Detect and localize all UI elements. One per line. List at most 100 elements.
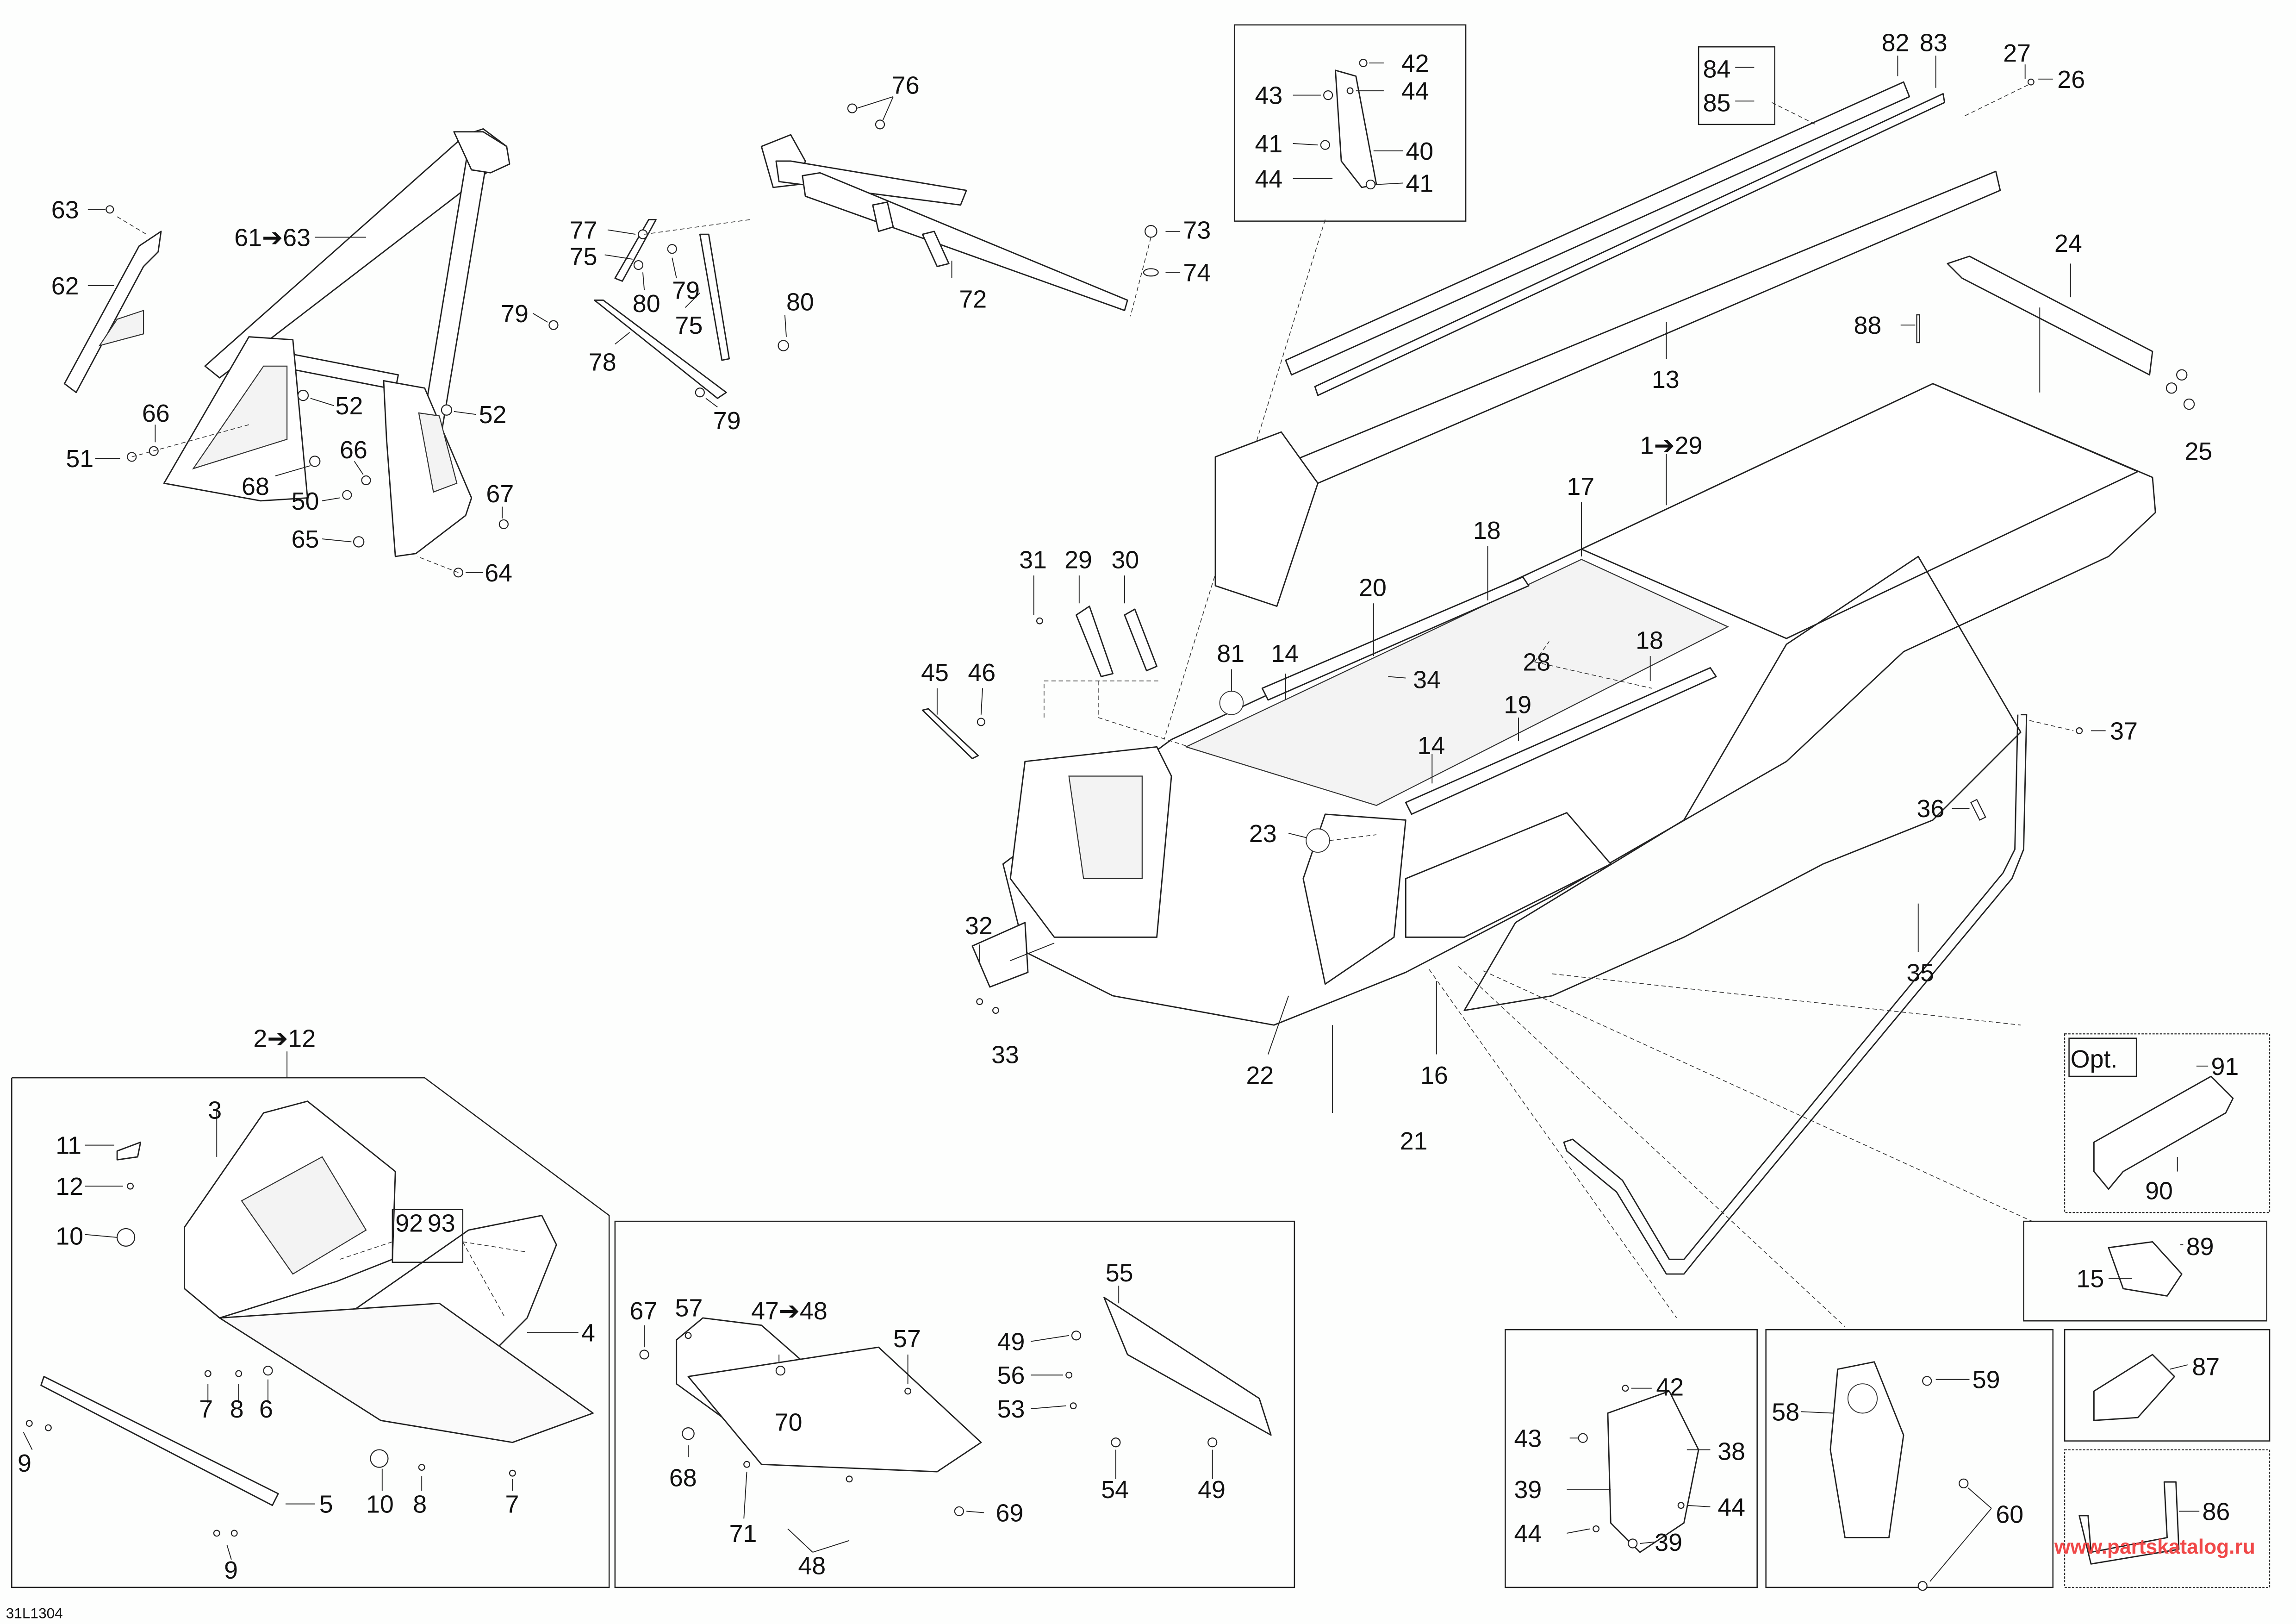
callout-2-12: 2➔12: [253, 1025, 316, 1053]
callout-9: 9: [224, 1556, 238, 1584]
callout-44: 44: [1717, 1493, 1745, 1521]
callout-43: 43: [1514, 1424, 1542, 1452]
bracket-detail-box-40-44: [1164, 24, 1467, 740]
callout-59: 59: [1972, 1366, 2000, 1394]
callout-29: 29: [1064, 546, 1092, 574]
callout-15: 15: [2076, 1265, 2104, 1293]
callout-32: 32: [965, 912, 993, 940]
callout-1-29: 1➔29: [1640, 432, 1703, 460]
callout-56: 56: [997, 1362, 1025, 1389]
callout-75: 75: [675, 312, 703, 339]
callout-26: 26: [2057, 66, 2085, 94]
callout-50: 50: [292, 487, 319, 515]
optional-parts-boxes: [2023, 1033, 2271, 1588]
callout-12: 12: [56, 1173, 83, 1200]
callout-45: 45: [921, 659, 949, 687]
callout-39: 39: [1514, 1476, 1542, 1504]
callout-34: 34: [1413, 666, 1441, 694]
callout-7: 7: [199, 1395, 213, 1423]
callout-51: 51: [66, 445, 93, 473]
callout-53: 53: [997, 1395, 1025, 1423]
callout-42: 42: [1656, 1374, 1684, 1401]
callout-39: 39: [1655, 1529, 1682, 1556]
callout-40: 40: [1406, 137, 1433, 165]
callout-8: 8: [413, 1491, 427, 1518]
callout-41: 41: [1406, 169, 1433, 197]
callout-80: 80: [633, 290, 660, 318]
callout-13: 13: [1652, 366, 1680, 394]
callout-73: 73: [1183, 217, 1211, 244]
callout-3: 3: [208, 1097, 222, 1124]
front-a-frame-assembly: [63, 128, 510, 578]
steering-support-assembly: [533, 96, 1181, 408]
skid-plate-box-47-55: [614, 1220, 1295, 1588]
callout-93: 93: [428, 1209, 455, 1237]
callout-44: 44: [1401, 77, 1429, 105]
callout-9: 9: [18, 1449, 31, 1477]
callout-46: 46: [968, 659, 996, 687]
callout-10: 10: [366, 1491, 394, 1518]
callout-74: 74: [1183, 259, 1211, 287]
bracket-box-58-60: [1765, 1329, 2054, 1591]
callout-65: 65: [292, 525, 319, 553]
callout-82: 82: [1882, 29, 1910, 57]
callout-36: 36: [1917, 795, 1945, 823]
callout-17: 17: [1567, 473, 1594, 500]
callout-41: 41: [1255, 130, 1282, 158]
misc-small-parts: [921, 575, 1157, 1014]
callout-67: 67: [629, 1297, 657, 1325]
callout-4: 4: [581, 1319, 595, 1347]
callout-14: 14: [1418, 732, 1445, 760]
opt-label: Opt.: [2071, 1045, 2118, 1073]
callout-72: 72: [959, 285, 987, 313]
callout-49: 49: [1198, 1476, 1226, 1504]
callout-24: 24: [2054, 230, 2082, 257]
callout-33: 33: [991, 1041, 1019, 1068]
callout-27: 27: [2003, 39, 2031, 67]
callout-79: 79: [672, 276, 700, 304]
callout-20: 20: [1359, 574, 1387, 601]
callout-16: 16: [1420, 1062, 1448, 1089]
callout-10: 10: [56, 1223, 83, 1250]
callout-76: 76: [892, 71, 920, 99]
callout-44: 44: [1514, 1520, 1542, 1548]
callout-69: 69: [996, 1499, 1023, 1527]
callout-57: 57: [893, 1325, 921, 1353]
callout-49: 49: [997, 1328, 1025, 1355]
front-frame-box-2-12: [11, 1051, 610, 1588]
callout-66: 66: [142, 400, 170, 427]
callout-57: 57: [675, 1294, 703, 1322]
callout-8: 8: [230, 1395, 244, 1423]
callout-42: 42: [1401, 50, 1429, 77]
callout-70: 70: [775, 1408, 803, 1436]
callout-55: 55: [1106, 1259, 1133, 1287]
callout-23: 23: [1249, 820, 1277, 848]
callout-5: 5: [319, 1491, 333, 1518]
callout-62: 62: [51, 272, 79, 300]
callout-77: 77: [570, 217, 597, 244]
callout-48: 48: [798, 1552, 826, 1580]
callout-19: 19: [1504, 691, 1531, 718]
callout-85: 85: [1703, 89, 1731, 117]
callout-71: 71: [729, 1520, 757, 1548]
callout-68: 68: [242, 473, 269, 500]
callout-88: 88: [1854, 312, 1882, 339]
callout-37: 37: [2110, 717, 2138, 745]
callout-30: 30: [1111, 546, 1139, 574]
callout-11: 11: [56, 1132, 81, 1160]
callout-91: 91: [2211, 1053, 2239, 1081]
callout-87: 87: [2192, 1353, 2220, 1380]
callout-44: 44: [1255, 165, 1282, 193]
callout-58: 58: [1772, 1398, 1799, 1426]
callout-31: 31: [1019, 546, 1047, 574]
main-chassis-tunnel: [1002, 383, 2156, 1327]
callout-79: 79: [713, 407, 741, 435]
callout-83: 83: [1920, 29, 1948, 57]
callout-52: 52: [336, 392, 363, 420]
callout-47-48: 47➔48: [751, 1297, 828, 1325]
callout-75: 75: [570, 243, 597, 271]
callout-6: 6: [259, 1395, 273, 1423]
callout-21: 21: [1400, 1127, 1428, 1155]
callout-18: 18: [1636, 626, 1663, 654]
callout-28: 28: [1523, 649, 1550, 676]
